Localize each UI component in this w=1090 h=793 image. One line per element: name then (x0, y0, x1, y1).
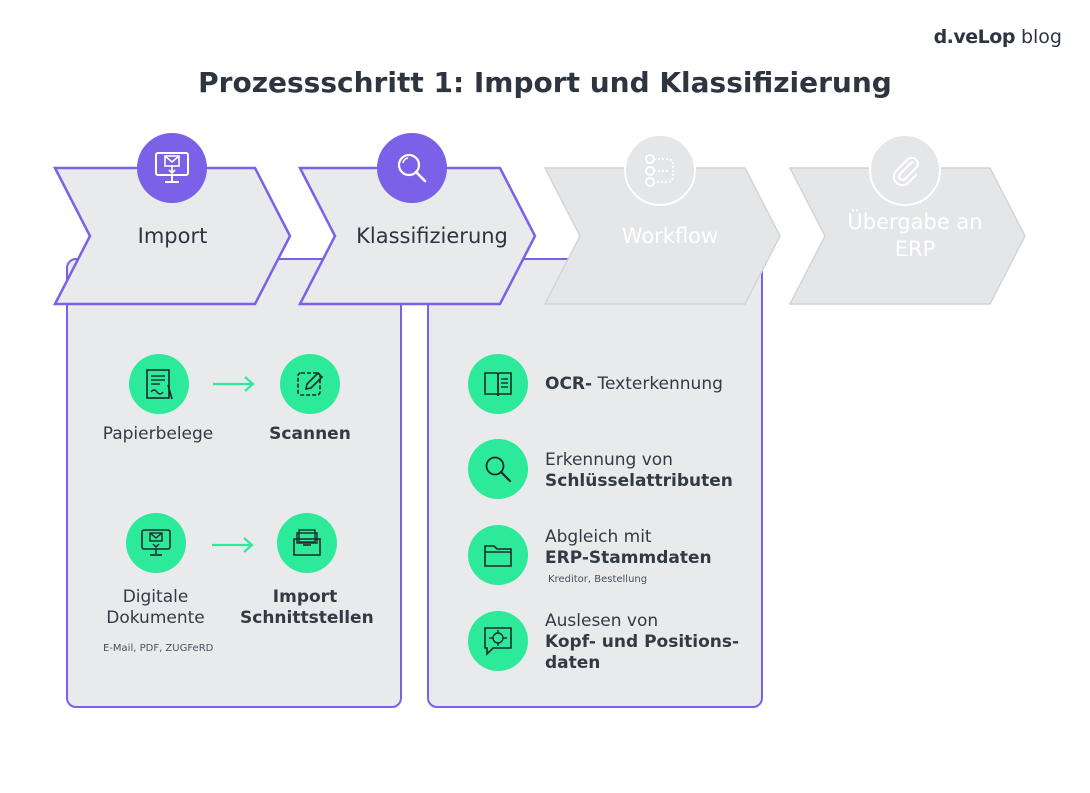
attribute-bold: Schlüsselattributen (545, 471, 733, 491)
brand-light: blog (1020, 26, 1062, 48)
search-icon-circle (468, 439, 528, 499)
brand-logo: d.veLop blog (934, 26, 1062, 48)
monitor-mail-icon (155, 152, 189, 183)
stage-import-label: Import (137, 224, 208, 248)
interface-icon-circle (277, 513, 337, 573)
stage-workflow-label: Workflow (621, 224, 719, 248)
book-icon (484, 372, 512, 397)
stage-import-badge (137, 133, 207, 203)
file-box-icon (293, 529, 321, 556)
file-types-note: E-Mail, PDF, ZUGFeRD (103, 643, 214, 654)
stage-klassifizierung-label: Klassifizierung (356, 224, 508, 248)
folder-icon (484, 545, 512, 567)
stage-erp-label: Übergabe an ERP (847, 210, 983, 261)
paperclip-icon (892, 156, 919, 187)
scannen-label: Scannen (269, 424, 351, 444)
erp-stammdaten-item: Abgleich mit ERP-Stammdaten (545, 527, 755, 569)
kopf-positions-item: Auslesen von Kopf- und Positions-daten (545, 611, 745, 674)
stage-klassifizierung-badge (377, 133, 447, 203)
arrow-right-icon (212, 537, 254, 553)
ocr-item: OCR- Texterkennung (545, 374, 723, 395)
stage-klassifizierung-chevron (297, 166, 537, 306)
edit-scan-icon (297, 371, 324, 396)
kopf-bold: Kopf- und Positions-daten (545, 632, 740, 673)
erp-bold: ERP-Stammdaten (545, 548, 712, 568)
page-title: Prozessschritt 1: Import und Klassifizie… (198, 66, 892, 99)
kopf-text: Auslesen von (545, 611, 659, 631)
stage-workflow-badge (624, 134, 696, 206)
data-chat-icon (484, 627, 512, 656)
ocr-bold: OCR- (545, 374, 593, 394)
brand-bold: d.veLop (933, 26, 1016, 48)
stage-erp-chevron (788, 167, 1026, 305)
papierbelege-label: Papierbelege (102, 424, 214, 444)
attribute-item: Erkennung von Schlüsselattributen (545, 450, 745, 492)
workflow-icon (645, 154, 674, 187)
ocr-icon-circle (468, 354, 528, 414)
scan-icon-circle (280, 354, 340, 414)
erp-note: Kreditor, Bestellung (548, 574, 648, 585)
erp-text: Abgleich mit (545, 527, 652, 547)
paper-receipt-icon-circle (129, 354, 189, 414)
attribute-text: Erkennung von (545, 450, 673, 470)
magnifier-icon (397, 153, 427, 183)
import-panel (66, 258, 402, 708)
digitale-dokumente-label: Digitale Dokumente (106, 587, 205, 628)
stage-workflow-chevron (543, 167, 781, 305)
stage-erp-badge (869, 134, 941, 206)
digital-doc-icon-circle (126, 513, 186, 573)
paper-receipt-icon (146, 369, 173, 400)
folder-icon-circle (468, 525, 528, 585)
ocr-text: Texterkennung (597, 374, 723, 394)
import-schnittstellen-label: Import Schnittstellen (240, 587, 374, 628)
monitor-mail-icon (141, 529, 171, 556)
stage-import-chevron (52, 166, 292, 306)
arrow-right-icon (213, 376, 255, 392)
magnifier-icon (485, 456, 512, 483)
data-icon-circle (468, 611, 528, 671)
